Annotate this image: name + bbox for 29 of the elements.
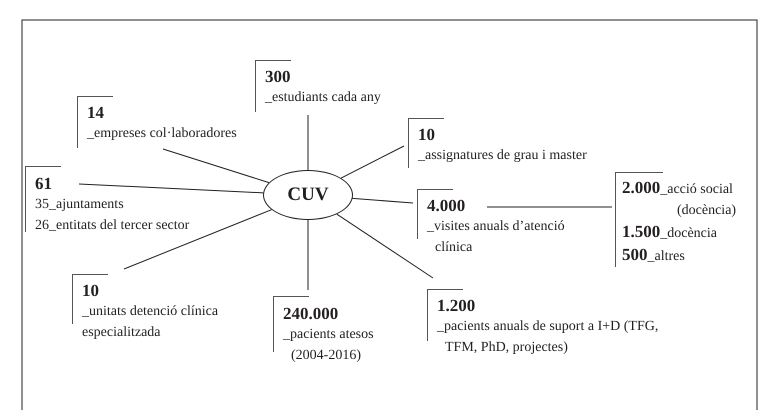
stat-description: _pacients anuals de suport a I+D (TFG, TFM, PhD, projectes): [437, 318, 659, 357]
connector-line: [352, 198, 414, 204]
connector-line: [78, 184, 264, 194]
stat-value: 240.000: [283, 304, 340, 324]
stat-description: _unitats detenció clínica especialitzada: [82, 303, 220, 342]
connector-line: [486, 206, 612, 208]
stat-value: 10: [418, 125, 436, 145]
stat-description: _empreses col·laboradores: [87, 125, 238, 143]
stat-description: _pacients atesos (2004-2016): [283, 326, 375, 365]
connector-line: [336, 214, 434, 278]
stat-description: 1.500_docència: [622, 221, 718, 243]
stat-value: 10: [82, 281, 100, 301]
stat-description: 500_altres: [622, 244, 686, 266]
stat-value: 4.000: [427, 196, 466, 216]
node-label: CUV: [287, 184, 329, 206]
stat-description: 26_entitats del tercer sector: [35, 217, 190, 235]
stat-description: 2.000_acció social (docència): [622, 177, 738, 220]
stat-description: _assignatures de grau i master: [418, 147, 588, 165]
connector-line: [124, 209, 272, 270]
stat-description: _visites anuals d’atenció clínica: [427, 218, 566, 257]
stat-value: 61: [35, 174, 53, 194]
stat-description: _estudiants cada any: [265, 89, 382, 107]
stat-value: 14: [87, 103, 105, 123]
connector-line: [162, 148, 270, 184]
stat-value: 1.200: [437, 296, 476, 316]
stat-description: 35_ajuntaments: [35, 196, 125, 214]
ellipse-node: [263, 170, 353, 220]
stat-value: 300: [265, 67, 292, 87]
connector-line: [340, 146, 404, 179]
